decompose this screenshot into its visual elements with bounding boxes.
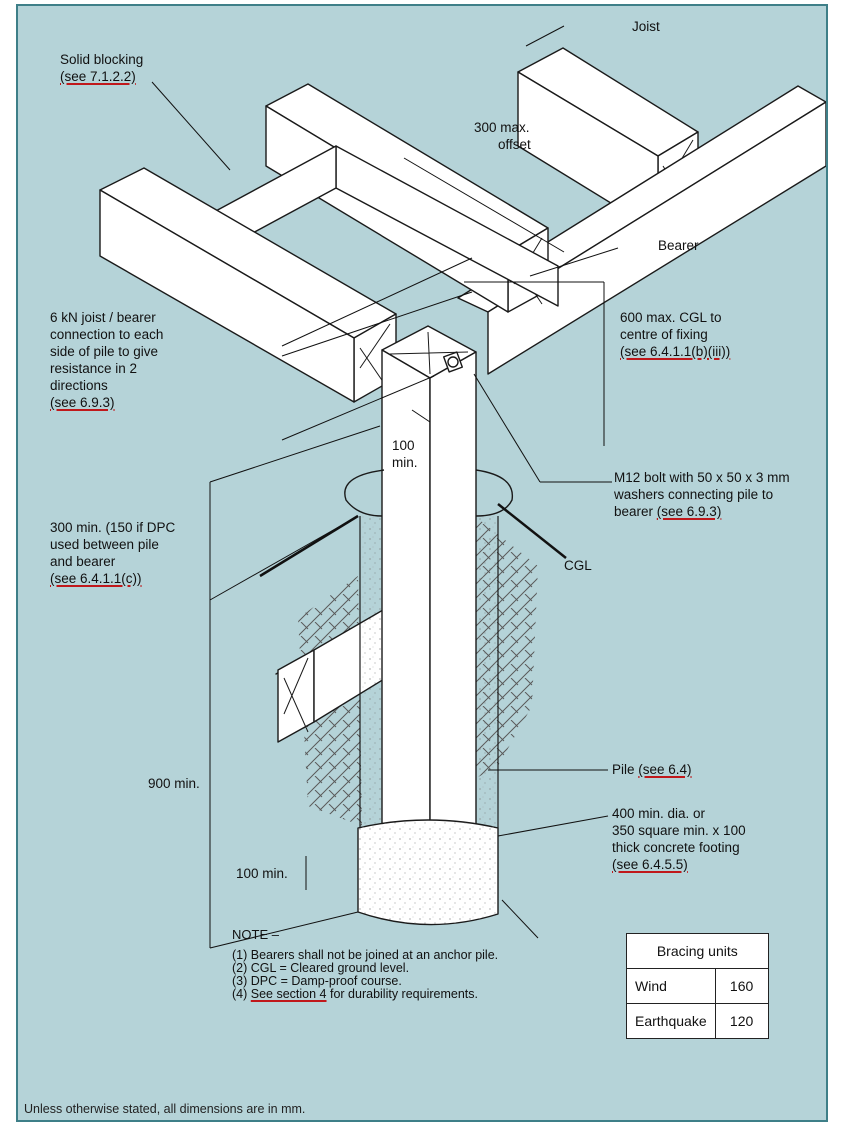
note-number: (1) <box>232 948 248 962</box>
note-number: (3) <box>232 974 248 988</box>
ref-6-4[interactable]: (see 6.4) <box>638 762 692 777</box>
note-item: (4) See section 4 for durability require… <box>232 988 498 1001</box>
table-cell-value: 160 <box>714 968 769 1004</box>
pile-post <box>381 325 477 887</box>
diagram-frame: Solid blocking (see 7.1.2.2) Joist 300 m… <box>16 4 828 1122</box>
ref-6-9-3-a[interactable]: (see 6.9.3) <box>50 395 115 410</box>
note-text: for durability requirements. <box>326 987 478 1001</box>
label-pile: Pile (see 6.4) <box>612 762 692 778</box>
table-cell-label: Wind <box>626 968 716 1004</box>
label-connection-3: side of pile to give <box>50 344 159 359</box>
bracing-units-table: Bracing units Wind 160 Earthquake 120 <box>626 933 769 1039</box>
label-connection-1: 6 kN joist / bearer <box>50 310 156 325</box>
table-title: Bracing units <box>626 933 769 969</box>
note-number: (2) <box>232 961 248 975</box>
leader-lines <box>151 25 619 949</box>
ref-6-4-1-1-b-iii[interactable]: (see 6.4.1.1(b)(iii)) <box>620 344 731 359</box>
label-dpc-1: 300 min. (150 if DPC <box>50 520 176 535</box>
bearer-right <box>457 85 826 375</box>
label-offset-1: 300 max. <box>474 120 530 135</box>
label-dpc-3: and bearer <box>50 554 116 569</box>
label-bearer: Bearer <box>658 238 699 253</box>
footer-note: Unless otherwise stated, all dimensions … <box>24 1102 306 1116</box>
label-footing-ref: (see 6.4.5.5) <box>612 857 688 873</box>
label-bolt-2: washers connecting pile to <box>614 487 774 502</box>
table-cell-value: 120 <box>714 1003 769 1039</box>
label-pile-text: Pile <box>612 762 639 777</box>
ref-6-9-3-b[interactable]: (see 6.9.3) <box>656 504 722 519</box>
table-row: Earthquake 120 <box>626 1003 769 1039</box>
label-joist: Joist <box>632 19 660 34</box>
pile-hole-collar <box>344 469 514 868</box>
label-bolt-3: bearer (see 6.9.3) <box>614 504 721 520</box>
note-text: Bearers shall not be joined at an anchor… <box>247 948 499 962</box>
label-connection-4: resistance in 2 <box>50 361 138 376</box>
cgl-line <box>259 503 567 578</box>
label-bolt-1: M12 bolt with 50 x 50 x 3 mm <box>614 470 790 485</box>
label-100-min-bottom: 100 min. <box>236 866 288 881</box>
table-header-row: Bracing units <box>626 933 769 969</box>
note-text: CGL = Cleared ground level. <box>247 961 410 975</box>
notes-title: NOTE – <box>232 927 279 942</box>
label-cgl-fixing-ref: (see 6.4.1.1(b)(iii)) <box>620 344 730 360</box>
label-100-min-b: min. <box>392 455 418 470</box>
concrete-footing <box>357 819 499 926</box>
label-bolt-3-text: bearer <box>614 504 657 519</box>
label-cgl: CGL <box>564 558 592 573</box>
bolt-washer <box>442 351 464 373</box>
label-solid-blocking-ref: (see 7.1.2.2) <box>60 69 136 85</box>
label-footing-3: thick concrete footing <box>612 840 740 855</box>
label-footing-2: 350 square min. x 100 <box>612 823 746 838</box>
label-dpc-ref: (see 6.4.1.1(c)) <box>50 571 142 587</box>
note-number: (4) <box>232 987 248 1001</box>
joist-front-left <box>99 167 397 403</box>
label-900-min: 900 min. <box>148 776 200 791</box>
note-item: (1) Bearers shall not be joined at an an… <box>232 949 498 962</box>
label-connection-5: directions <box>50 378 108 393</box>
ref-6-4-5-5[interactable]: (see 6.4.5.5) <box>612 857 688 872</box>
label-connection-ref: (see 6.9.3) <box>50 395 115 411</box>
label-offset-2: offset <box>498 137 531 152</box>
ref-6-4-1-1-c[interactable]: (see 6.4.1.1(c)) <box>50 571 142 586</box>
note-item: (3) DPC = Damp-proof course. <box>232 975 498 988</box>
note-text: DPC = Damp-proof course. <box>247 974 402 988</box>
notes-block: NOTE – (1) Bearers shall not be joined a… <box>232 928 498 1001</box>
table-cell-label: Earthquake <box>626 1003 716 1039</box>
label-dpc-2: used between pile <box>50 537 159 552</box>
label-footing-1: 400 min. dia. or <box>612 806 706 821</box>
label-cgl-fixing-2: centre of fixing <box>620 327 708 342</box>
note-item: (2) CGL = Cleared ground level. <box>232 962 498 975</box>
label-cgl-fixing-1: 600 max. CGL to <box>620 310 722 325</box>
link-see-section-4[interactable]: See section 4 <box>250 987 327 1001</box>
ref-7-1-2-2[interactable]: (see 7.1.2.2) <box>60 69 136 84</box>
label-solid-blocking: Solid blocking <box>60 52 144 67</box>
label-connection-2: connection to each <box>50 327 164 342</box>
pile-connection-drawing <box>99 25 826 949</box>
table-row: Wind 160 <box>626 968 769 1004</box>
label-100-min-a: 100 <box>392 438 415 453</box>
concrete-fill <box>359 516 499 828</box>
